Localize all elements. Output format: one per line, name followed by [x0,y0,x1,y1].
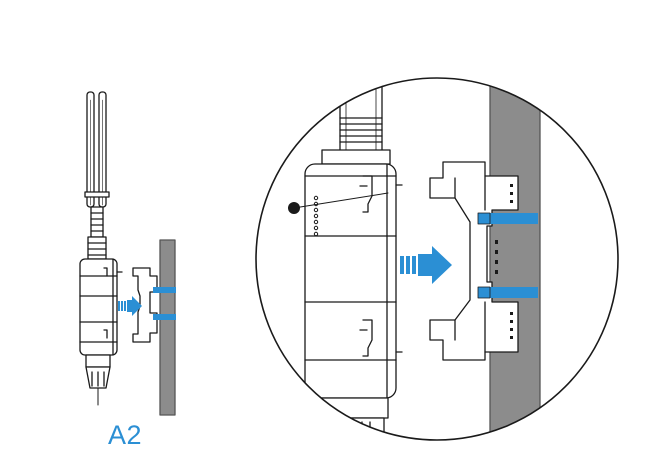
bracket-holes [495,184,513,339]
push-arrow-large [400,246,452,284]
antenna-collar [84,191,110,198]
zoom-circle-outline [255,77,619,441]
antenna-left [86,91,95,208]
wall-surface-small [159,239,176,416]
device-bottom-large [311,397,389,440]
bottom-connector [85,354,111,406]
strap-lower-large [477,286,538,299]
wall-surface-large [489,78,541,440]
device-body-large [304,163,403,399]
push-arrow-small [118,296,142,316]
step-label: A2 [108,420,143,450]
strap-upper-small [153,287,176,293]
vent-holes [313,195,319,237]
connector-stack [87,206,107,260]
strap-lower-small [153,314,176,320]
device-body [79,258,123,356]
overview-illustration [79,91,176,416]
strap-upper-large [477,212,538,225]
mounting-bracket-small [132,267,158,343]
antenna-right [98,91,107,208]
callout-pointer [288,192,389,214]
